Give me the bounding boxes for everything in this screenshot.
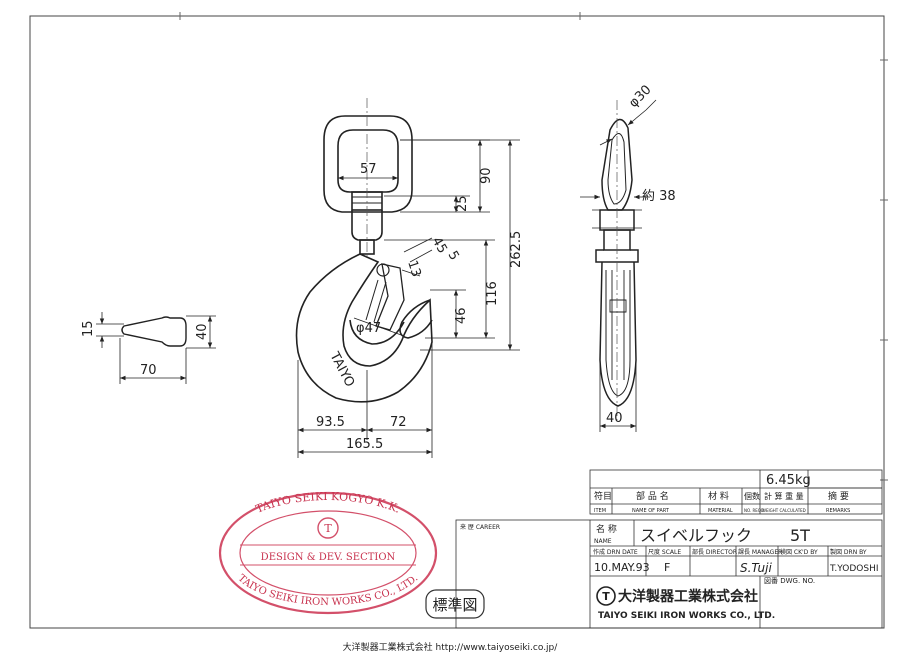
drawn-by: T.YODOSHI [829, 564, 879, 574]
company-stamp: T TAIYO SEIKI KOGYO K.K. DESIGN & DEV. S… [218, 490, 438, 615]
col-no-en: NO. REQD [744, 508, 764, 513]
stamp-middle-text: DESIGN & DEV. SECTION [261, 552, 396, 563]
date-label: 作成 DRN DATE [593, 548, 638, 556]
career-label: 来 歴 CAREER [460, 524, 500, 531]
drawing-number-label: 図番 DWG. NO. [764, 577, 815, 585]
col-name-label: 部 品 名 [636, 490, 669, 502]
stamp-bottom-text: TAIYO SEIKI IRON WORKS CO., LTD. [236, 573, 421, 608]
col-no-label: 個数 [744, 491, 760, 501]
left-detail-view [121, 316, 187, 347]
dim-116: 116 [485, 281, 500, 306]
title-block [455, 469, 883, 629]
svg-text:T: T [602, 590, 610, 603]
drawn-label: 製図 DRN BY [830, 548, 867, 556]
dim-phi47: φ47 [356, 321, 381, 336]
manager-label: 課長 MANAGER [738, 548, 782, 556]
front-view-hook [295, 98, 433, 403]
standard-drawing-stamp: 標準図 [425, 589, 485, 619]
dim-approx-38: 約 38 [642, 189, 676, 204]
manager-signature: S.Tuji [740, 561, 772, 575]
col-item-label: 符目 [594, 490, 612, 502]
side-dimensions [580, 99, 657, 432]
part-name: スイベルフック [640, 526, 752, 545]
col-name-en: NAME OF PART [632, 508, 670, 514]
hook-mark: TAIYO [326, 349, 357, 390]
left-dimensions [96, 312, 216, 384]
col-material-en: MATERIAL [708, 508, 733, 514]
front-dimensions [297, 139, 520, 458]
dim-40-left: 40 [195, 323, 210, 340]
drawing-scale: F [664, 561, 670, 574]
page-footer: 大洋製器工業株式会社 http://www.taiyoseiki.co.jp/ [342, 643, 558, 653]
drawing-date: 10.MAY.93 [594, 561, 650, 574]
part-capacity: 5T [790, 526, 810, 545]
stamp-top-text: TAIYO SEIKI KOGYO K.K. [254, 490, 402, 516]
company-name-jp: 大洋製器工業株式会社 [618, 588, 758, 605]
col-item-en: ITEM [594, 508, 606, 514]
dim-262-5: 262.5 [509, 231, 524, 268]
dim-15: 15 [81, 320, 96, 337]
stamp-logo: T [324, 522, 332, 535]
dim-phi30: φ30 [626, 82, 654, 110]
dim-70: 70 [140, 363, 157, 378]
side-view-hook [592, 100, 642, 420]
dim-40-side: 40 [606, 411, 623, 426]
director-label: 部長 DIRECTOR [692, 548, 737, 556]
total-weight: 6.45kg [766, 473, 811, 488]
dim-72: 72 [390, 415, 407, 430]
dim-13: 13 [404, 259, 423, 279]
col-remarks-label: 摘 要 [828, 490, 849, 502]
col-material-label: 材 料 [708, 490, 729, 502]
dim-45: 45 [429, 235, 450, 257]
dim-5: 5 [445, 249, 462, 264]
dim-93-5: 93.5 [316, 415, 345, 430]
company-name-en: TAIYO SEIKI IRON WORKS CO., LTD. [598, 611, 775, 621]
name-label-en: NAME [594, 538, 612, 545]
col-weight-en: WEIGHT CALCULATED [762, 508, 806, 513]
scale-label: 尺度 SCALE [648, 548, 681, 556]
standard-drawing-label: 標準図 [432, 596, 477, 614]
company-logo-icon: T [596, 586, 616, 606]
checked-label: 検図 CK'D BY [780, 548, 818, 556]
col-weight-label: 計 算 重 量 [764, 491, 804, 501]
dim-165-5: 165.5 [346, 437, 383, 452]
col-remarks-en: REMARKS [826, 508, 850, 514]
name-label: 名 称 [596, 523, 617, 535]
dim-57: 57 [360, 162, 377, 177]
dim-25: 25 [455, 195, 470, 212]
dim-46: 46 [454, 307, 469, 324]
dim-90: 90 [479, 167, 494, 184]
